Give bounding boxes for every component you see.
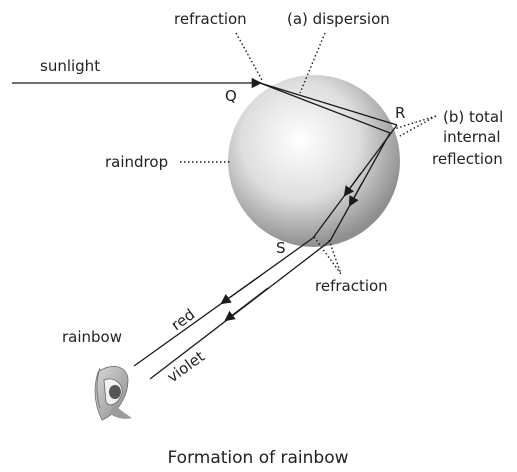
label-refraction-bottom: refraction	[315, 277, 388, 295]
label-total-internal-3: reflection	[432, 150, 503, 168]
label-rainbow: rainbow	[62, 328, 122, 346]
label-point-q: Q	[225, 87, 237, 105]
label-refraction-top: refraction	[174, 10, 247, 28]
label-raindrop: raindrop	[105, 153, 168, 171]
label-violet: violet	[164, 347, 208, 386]
leader-refraction-bottom-2	[329, 240, 341, 274]
label-point-r: R	[395, 104, 405, 122]
figure-caption: Formation of rainbow	[168, 448, 349, 468]
leader-refraction-top	[236, 33, 262, 80]
label-sunlight: sunlight	[40, 57, 100, 75]
label-point-s: S	[276, 239, 286, 257]
label-dispersion: (a) dispersion	[287, 10, 390, 28]
label-total-internal-2: internal	[443, 128, 501, 146]
label-red: red	[168, 305, 198, 334]
eye-icon	[95, 366, 132, 420]
violet-ray-arrow	[226, 288, 268, 320]
label-total-internal-1: (b) total	[443, 108, 503, 126]
